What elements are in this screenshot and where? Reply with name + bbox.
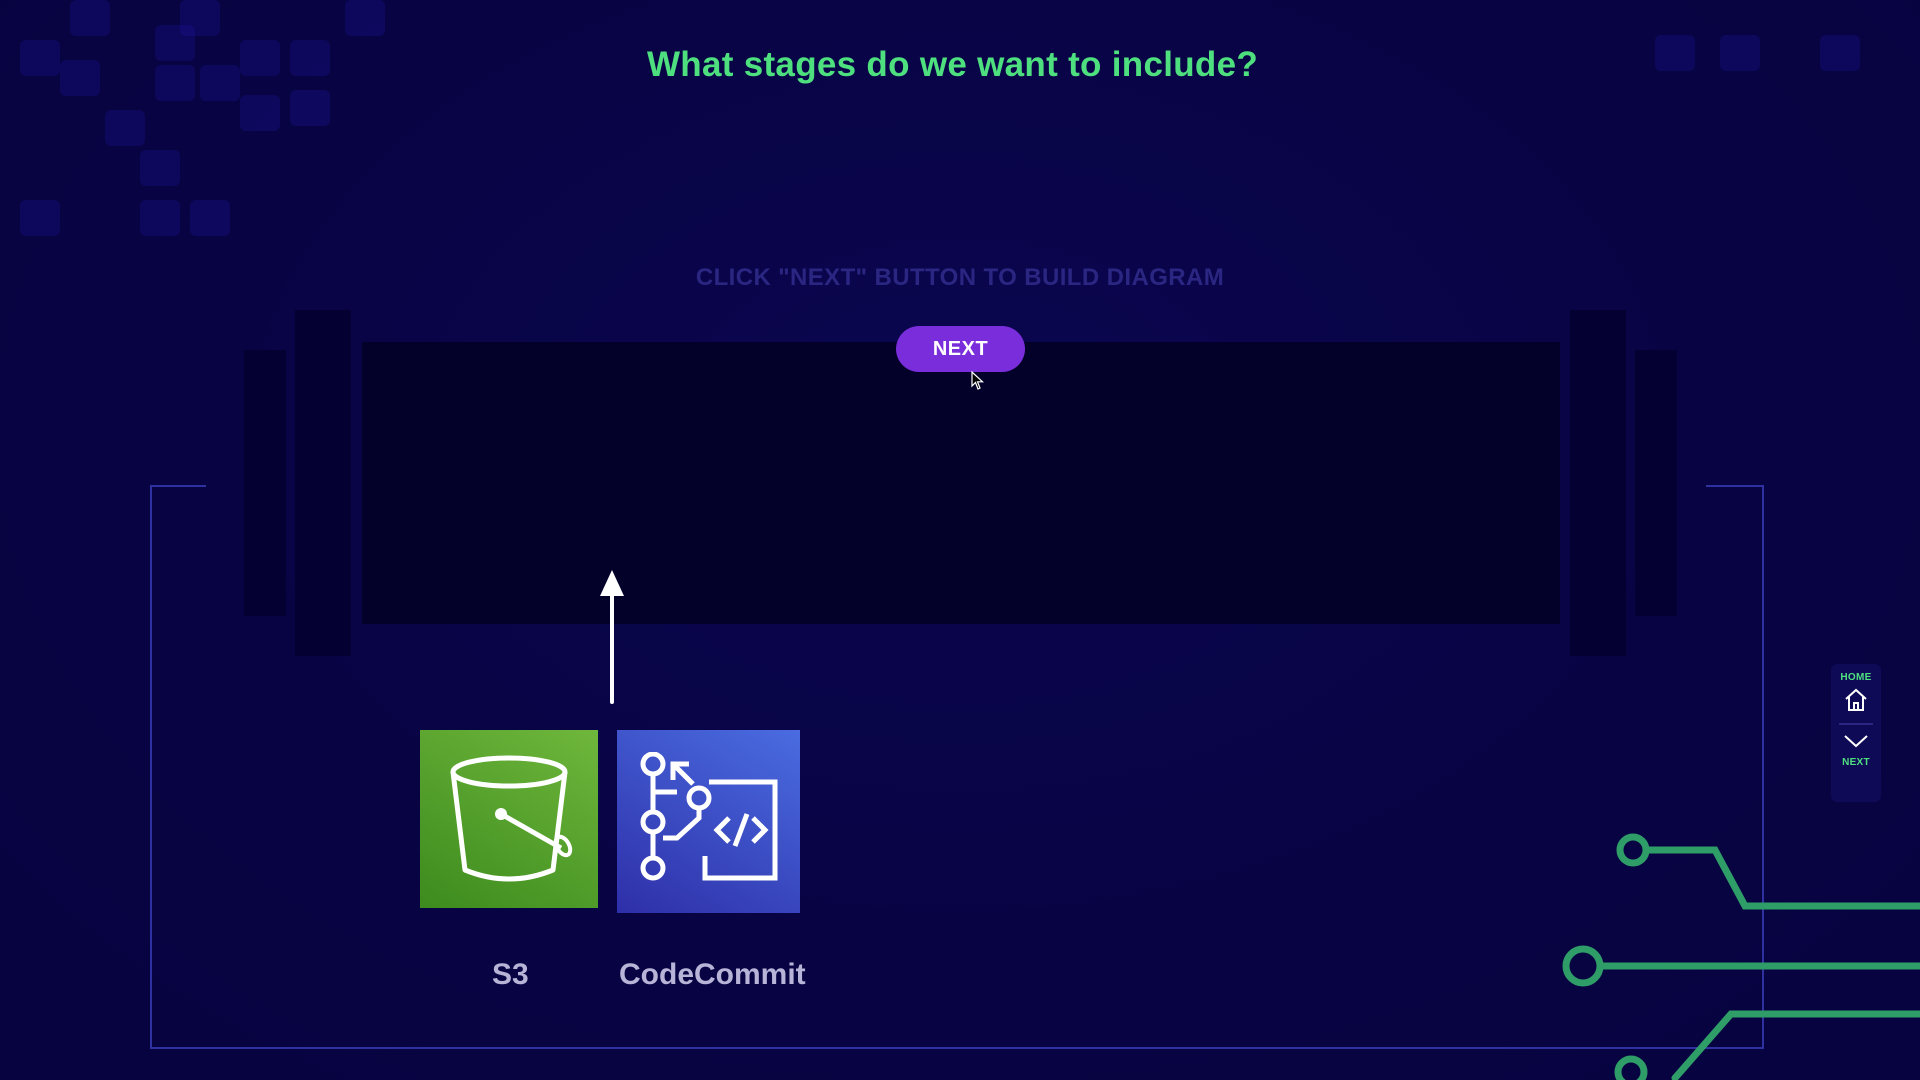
panel-pillar-right-outer: [1635, 350, 1677, 616]
panel-pillar-right-inner: [1570, 310, 1626, 656]
next-nav-label[interactable]: NEXT: [1842, 757, 1870, 768]
diagram-frame: [150, 485, 1764, 1049]
s3-bucket-icon: [450, 755, 573, 882]
nav-divider: [1839, 723, 1873, 725]
next-button[interactable]: NEXT: [896, 326, 1025, 372]
codecommit-label: CodeCommit: [619, 958, 806, 991]
codecommit-service-card: [617, 730, 800, 913]
up-arrow-icon: [600, 570, 624, 704]
frame-cap-right: [1706, 485, 1762, 487]
mouse-cursor-icon: [971, 371, 985, 390]
diagram-stage-panel: [362, 342, 1560, 624]
chevron-down-icon[interactable]: [1843, 733, 1869, 749]
page-title: What stages do we want to include?: [646, 45, 1259, 85]
side-nav: HOME NEXT: [1831, 664, 1881, 802]
panel-pillar-left-outer: [244, 350, 286, 616]
frame-cap-left: [150, 485, 206, 487]
s3-label: S3: [492, 958, 529, 991]
circuit-decoration: [1562, 833, 1920, 1080]
home-icon[interactable]: [1843, 687, 1869, 713]
panel-pillar-left-inner: [295, 310, 351, 656]
home-label[interactable]: HOME: [1840, 672, 1872, 683]
codecommit-icon: [640, 751, 777, 880]
s3-service-card: [420, 730, 598, 908]
instruction-text: CLICK "NEXT" BUTTON TO BUILD DIAGRAM: [695, 264, 1225, 291]
